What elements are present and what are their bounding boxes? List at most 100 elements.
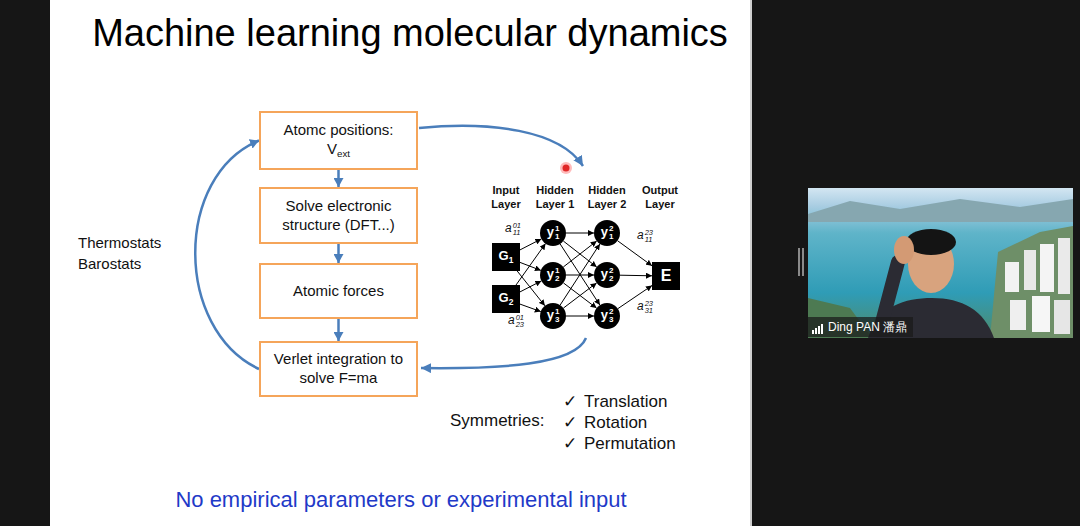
symmetry-text: ✓	[563, 413, 577, 433]
label-text: ✓	[563, 413, 577, 433]
weight-label: a2331	[636, 300, 654, 314]
label-text: Permutation	[584, 434, 676, 454]
label-text: 23	[516, 321, 524, 328]
weight-label: a0123	[507, 314, 525, 328]
index-stack: 0111	[513, 222, 521, 236]
node-text: y	[601, 224, 608, 239]
layer-header: Hidden Layer 2	[584, 183, 630, 211]
symmetry-text: Rotation	[584, 413, 647, 433]
node-text: 2	[609, 225, 613, 233]
network-link	[563, 241, 596, 267]
label-text: Input Layer	[483, 183, 529, 211]
node-text: 3	[609, 316, 613, 324]
webcam-thumbnail	[808, 188, 1073, 338]
label-text: Hidden Layer 2	[584, 183, 630, 211]
layer-header: Output Layer	[637, 183, 683, 211]
signal-bar	[818, 326, 820, 334]
symmetry-text: ✓	[563, 392, 577, 412]
node-text: 1	[555, 233, 559, 241]
participant-name: Ding PAN 潘鼎	[808, 317, 913, 337]
node-text: y	[547, 224, 554, 239]
weight-label: a0111	[504, 222, 522, 236]
index-stack: 12	[555, 267, 559, 282]
webcam-scene	[808, 188, 1073, 338]
output-node: E	[652, 262, 680, 290]
network-link	[563, 241, 596, 267]
index-stack: 22	[609, 267, 613, 282]
flow-arrow	[195, 141, 259, 370]
index-stack: 11	[555, 225, 559, 240]
label-text: 11	[513, 229, 521, 236]
text-line: G1	[499, 249, 514, 264]
building	[1032, 296, 1050, 332]
network-link	[563, 283, 596, 308]
node-text: V	[327, 140, 337, 157]
process-box: Verlet integration to solve F=ma	[259, 341, 418, 397]
label-text: a	[505, 221, 512, 235]
text-line: y22	[601, 267, 614, 282]
symmetry-text: Symmetries:	[450, 411, 544, 431]
process-box: Atomc positions:Vext	[259, 111, 418, 170]
slide-edge	[750, 0, 752, 526]
network-link	[618, 241, 653, 266]
network-link	[566, 316, 594, 317]
splitter-handle	[802, 248, 804, 276]
symmetry-text: ✓	[563, 434, 577, 454]
neuron-circle: y23	[594, 303, 620, 329]
network-link	[620, 275, 652, 277]
node-text: 2	[609, 275, 613, 283]
node-text: 1	[555, 308, 559, 316]
label-text: a	[637, 299, 644, 313]
node-text: y	[601, 307, 608, 322]
label-text: 01	[516, 314, 524, 321]
slide-caption: No empirical parameters or experimental …	[50, 487, 752, 513]
text-line: Vext	[327, 140, 350, 161]
label-text: Output Layer	[637, 183, 683, 211]
text-line: a0123	[508, 314, 524, 328]
label-text: ✓	[563, 434, 577, 454]
layer-header: Input Layer	[483, 183, 529, 211]
symmetry-text: Permutation	[584, 434, 676, 454]
node-text: y	[547, 307, 554, 322]
network-link	[520, 239, 541, 250]
process-box: Atomic forces	[259, 263, 418, 319]
building	[1040, 244, 1054, 292]
laser-pointer	[563, 165, 570, 172]
splitter-handle	[798, 248, 800, 276]
text-line: y11	[547, 225, 560, 240]
label-text: ✓	[563, 392, 577, 412]
hillside	[990, 226, 1073, 338]
weight-label: a2311	[636, 229, 654, 243]
node-text: 2	[555, 275, 559, 283]
neuron-circle: y11	[540, 220, 566, 246]
label-text: 31	[645, 307, 653, 314]
slide	[50, 0, 752, 526]
node-text: 2	[609, 267, 613, 275]
building	[1058, 238, 1070, 294]
index-stack: 0123	[516, 314, 524, 328]
node-text: 1	[555, 225, 559, 233]
label-text: 23	[645, 300, 653, 307]
network-link	[520, 262, 541, 270]
node-text: y	[601, 266, 608, 281]
index-stack: 2311	[645, 229, 653, 243]
label-text: Translation	[584, 392, 667, 412]
index-stack: 13	[555, 308, 559, 323]
label-text: a	[508, 313, 515, 327]
laser-pointer	[560, 162, 572, 174]
node-text: Atomc positions:	[283, 121, 393, 140]
label-text: 11	[645, 236, 653, 243]
node-text: G	[499, 290, 509, 305]
index-stack: 21	[609, 225, 613, 240]
symmetry-text: Translation	[584, 392, 667, 412]
node-text: Verlet integration to solve F=ma	[265, 350, 412, 388]
label-text: 01	[513, 222, 521, 229]
edge-label: Thermostats Barostats	[78, 232, 170, 274]
text-line: G2	[499, 291, 514, 306]
node-text: 2	[509, 297, 514, 307]
text-line: a0111	[505, 222, 521, 236]
neuron-circle: y22	[594, 262, 620, 288]
flow-arrow	[419, 126, 583, 166]
node-text: 2	[609, 308, 613, 316]
